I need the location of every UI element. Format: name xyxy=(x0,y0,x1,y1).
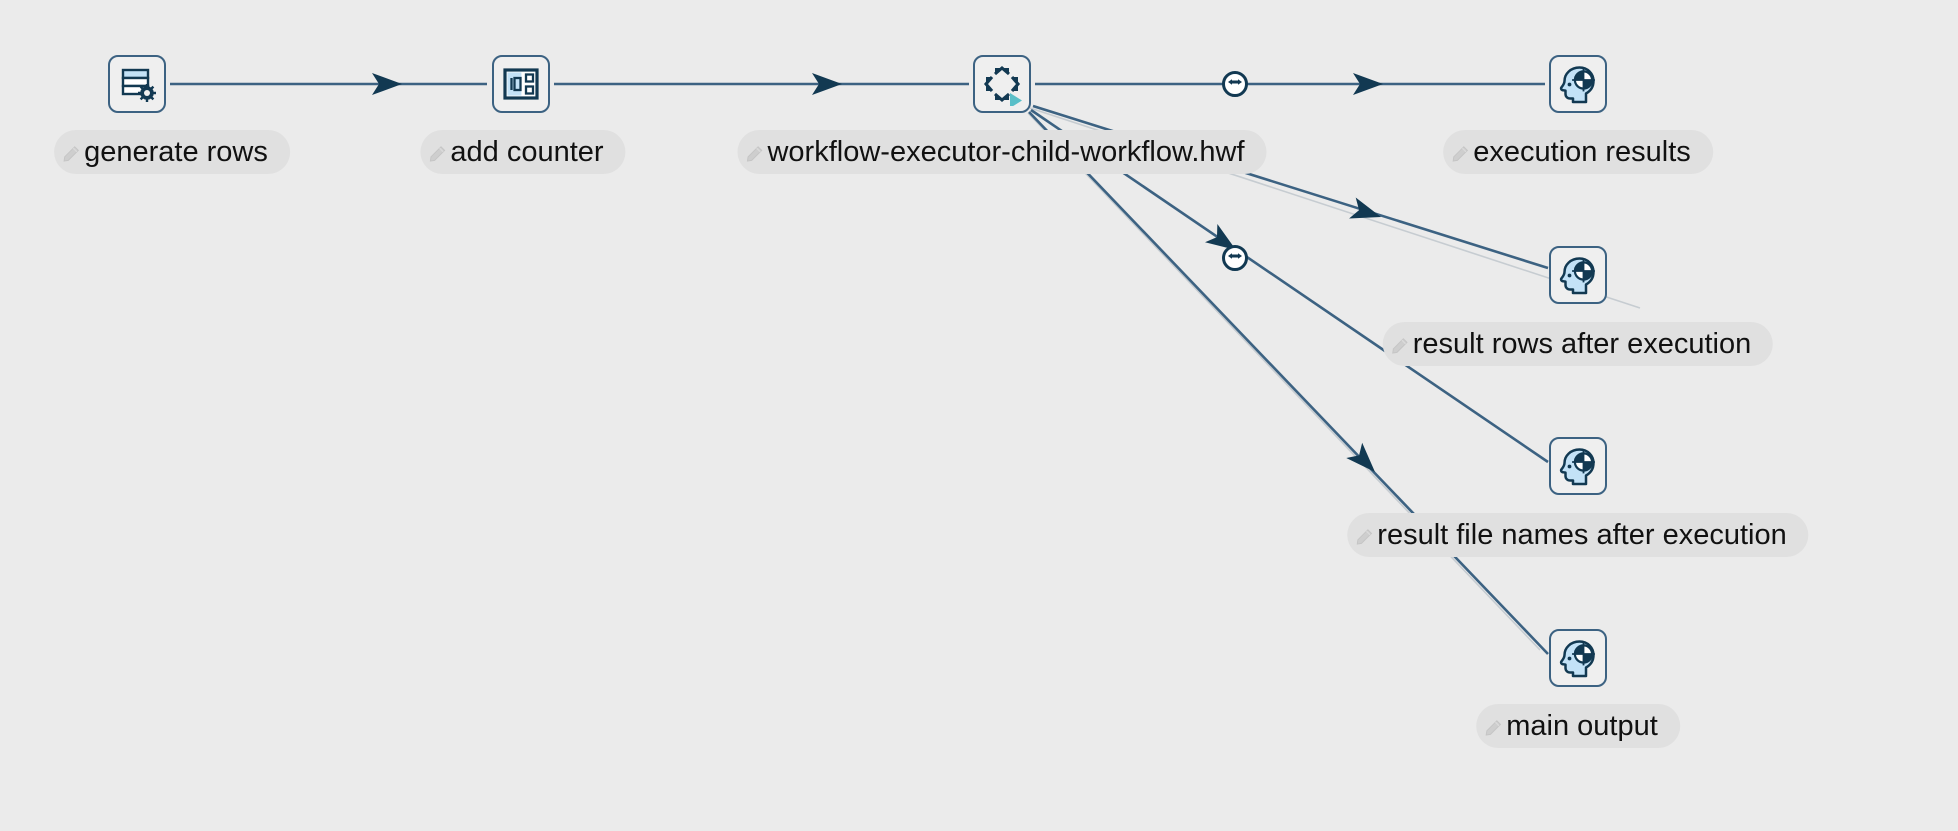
node-add-counter[interactable] xyxy=(492,55,550,113)
node-label-text: main output xyxy=(1506,710,1658,742)
node-label-text: add counter xyxy=(450,136,604,168)
node-label-text: result file names after execution xyxy=(1377,519,1787,551)
pencil-icon[interactable] xyxy=(61,133,81,162)
pencil-icon[interactable] xyxy=(1450,133,1470,162)
node-label-text: result rows after execution xyxy=(1412,328,1752,360)
edge-port-workflow-executor-to-result-file-names[interactable] xyxy=(1222,245,1248,271)
node-generate-rows[interactable] xyxy=(108,55,166,113)
node-label-main-output[interactable]: main output xyxy=(1476,704,1680,748)
arrowhead xyxy=(1346,442,1375,472)
node-workflow-executor-child-workflow[interactable] xyxy=(973,55,1031,113)
dummy-head-icon xyxy=(1557,254,1599,296)
arrowhead xyxy=(1353,73,1383,95)
node-label-result-file-names-after-execution[interactable]: result file names after execution xyxy=(1347,513,1809,557)
node-label-text: execution results xyxy=(1473,136,1691,168)
pencil-icon[interactable] xyxy=(1354,516,1374,545)
resize-horizontal-icon xyxy=(1227,74,1243,95)
edge-workflow-executor-to-main-output[interactable] xyxy=(1028,111,1549,655)
node-label-workflow-executor-child-workflow[interactable]: workflow-executor-child-workflow.hwf xyxy=(737,130,1267,174)
counter-sequence-icon xyxy=(501,64,541,104)
resize-horizontal-icon xyxy=(1227,248,1243,269)
dummy-head-icon xyxy=(1557,63,1599,105)
ghost-edge-group xyxy=(1027,107,1641,651)
node-label-generate-rows[interactable]: generate rows xyxy=(54,130,290,174)
arrowhead xyxy=(812,73,842,95)
node-label-text: generate rows xyxy=(84,136,268,168)
table-gear-icon xyxy=(116,63,158,105)
node-label-text: workflow-executor-child-workflow.hwf xyxy=(767,136,1245,168)
workflow-executor-icon xyxy=(980,62,1024,106)
node-execution-results[interactable] xyxy=(1549,55,1607,113)
node-result-file-names-after-execution[interactable] xyxy=(1549,437,1607,495)
node-result-rows-after-execution[interactable] xyxy=(1549,246,1607,304)
node-main-output[interactable] xyxy=(1549,629,1607,687)
dummy-head-icon xyxy=(1557,445,1599,487)
arrowhead xyxy=(1349,197,1381,219)
dummy-head-icon xyxy=(1557,637,1599,679)
pencil-icon[interactable] xyxy=(744,133,764,162)
ghost-edge xyxy=(1027,112,1541,651)
edge-port-workflow-executor-to-execution-results[interactable] xyxy=(1222,71,1248,97)
pencil-icon[interactable] xyxy=(427,133,447,162)
node-label-result-rows-after-execution[interactable]: result rows after execution xyxy=(1382,322,1774,366)
pencil-icon[interactable] xyxy=(1483,707,1503,736)
pencil-icon[interactable] xyxy=(1390,325,1410,354)
arrowhead xyxy=(372,73,402,95)
node-label-execution-results[interactable]: execution results xyxy=(1443,130,1713,174)
node-label-add-counter[interactable]: add counter xyxy=(420,130,626,174)
